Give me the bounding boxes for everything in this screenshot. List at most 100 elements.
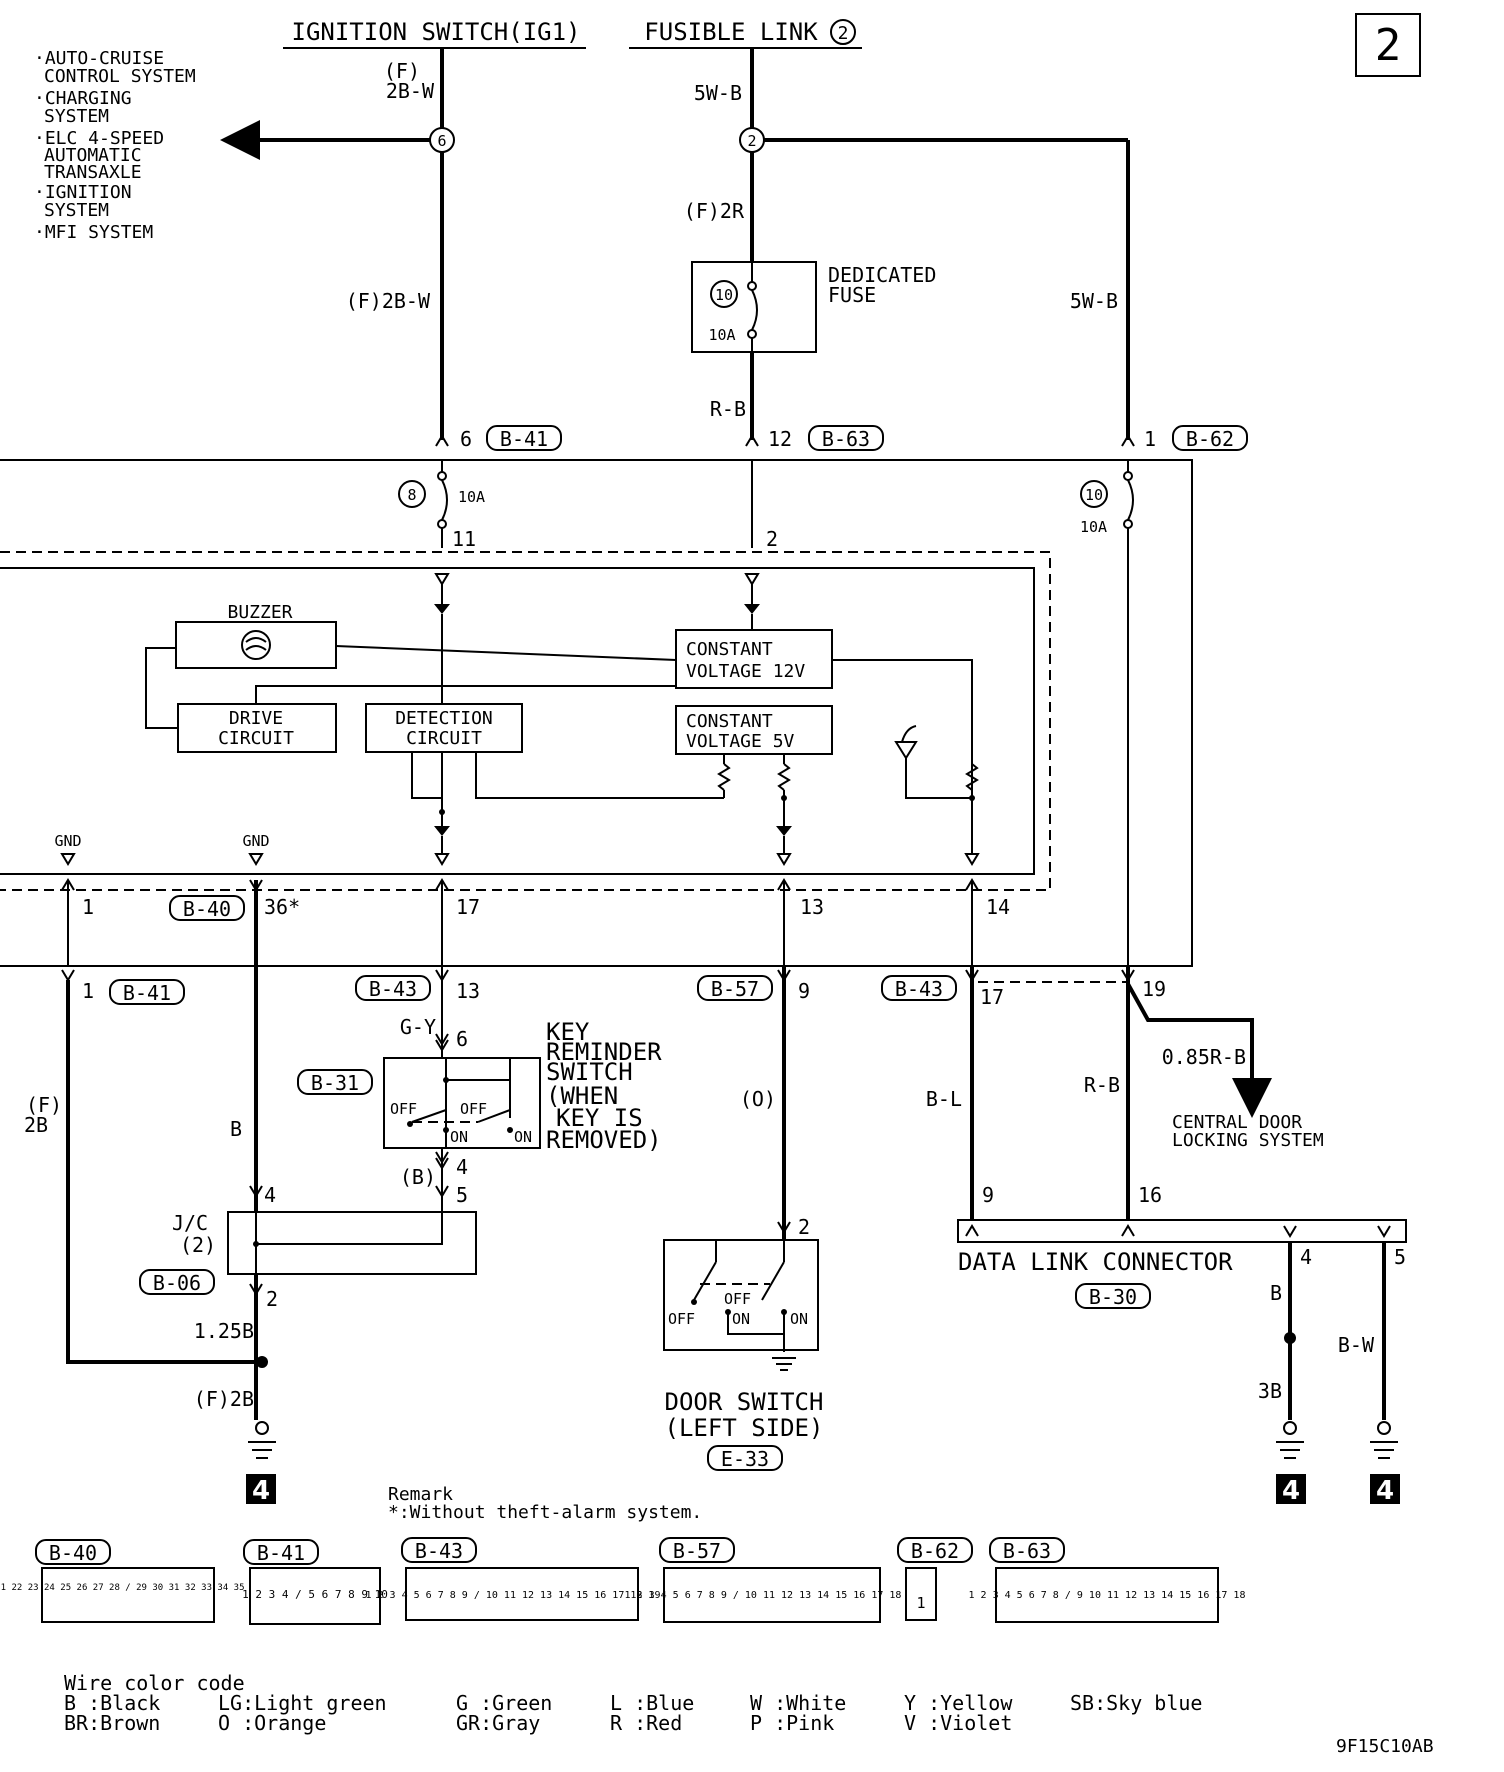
system-line: SYSTEM — [44, 106, 109, 127]
system-line: AUTOMATIC — [44, 145, 142, 166]
pin-number: 12 — [768, 427, 792, 451]
wire-label: R-B — [1084, 1073, 1120, 1097]
wire-label: 5W-B — [1070, 289, 1118, 313]
ignition-source: IGNITION SWITCH(IG1) — [283, 18, 586, 49]
jc-block: J/C (2) B-06 — [139, 1211, 477, 1295]
page-number-text: 2 — [1375, 20, 1402, 71]
key-reminder-label: REMINDER — [546, 1038, 662, 1066]
pin-number: 6 — [460, 427, 472, 451]
cv5-label: CONSTANT — [686, 711, 773, 732]
fuse-number: 8 — [407, 486, 416, 504]
pinout-title: B-41 — [257, 1541, 305, 1565]
connector-b62: B-62 — [1186, 427, 1234, 451]
switch-on: ON — [450, 1128, 468, 1146]
pinout-b63: 1 2 3 4 5 6 7 8 / 9 10 11 12 13 14 15 16… — [969, 1590, 1246, 1601]
figure-code: 9F15C10AB — [1336, 1736, 1434, 1757]
switch-off: OFF — [390, 1100, 417, 1118]
pinout-title: B-63 — [1003, 1539, 1051, 1563]
fusible-source: FUSIBLE LINK 2 — [629, 18, 862, 49]
wire-label: 2B-W — [386, 79, 435, 103]
key-reminder-switch: G-Y 6 B-31 OFF OFF ON ON 4 (B) 5 KEY REM… — [297, 966, 662, 1212]
pinout-b62: 1 — [916, 1594, 925, 1612]
connector-b43: B-43 — [369, 977, 417, 1001]
system-line: ·IGNITION — [34, 182, 132, 203]
wire-label: (F)2B-W — [346, 289, 431, 313]
legend-item: O :Orange — [218, 1711, 326, 1735]
jb-fuse-10: 10 10A — [1080, 460, 1134, 966]
b-wire: B 4 2 1.25B (F)2B — [194, 966, 278, 1459]
legend-item: P :Pink — [750, 1711, 834, 1735]
wire-label: (F) — [26, 1093, 62, 1117]
pin-number: 2 — [766, 527, 778, 551]
legend-item: W :White — [750, 1691, 846, 1715]
pinout-b43: 1 2 3 4 5 6 7 8 9 / 10 11 12 13 14 15 16… — [365, 1590, 678, 1601]
door-switch-label: DOOR SWITCH — [665, 1388, 824, 1416]
wire-label: 2B — [24, 1113, 48, 1137]
remark: Remark *:Without theft-alarm system. — [388, 1484, 702, 1523]
wire-label: (B) — [400, 1165, 436, 1189]
pin-number: 9 — [982, 1183, 994, 1207]
pin-number: 19 — [1142, 977, 1166, 1001]
fusible-wire: 2 5W-B (F)2R R-B 5W-B — [684, 48, 1130, 440]
jc-label: (2) — [180, 1233, 216, 1257]
connector-b30: B-30 — [1089, 1285, 1137, 1309]
legend-item: SB:Sky blue — [1070, 1691, 1202, 1715]
ground-badge: 4 — [252, 1476, 270, 1506]
wire-label: 1.25B — [194, 1319, 254, 1343]
gnd-label: GND — [242, 832, 269, 850]
pin-number: 6 — [456, 1027, 468, 1051]
system-line: ·ELC 4-SPEED — [34, 128, 164, 149]
wire-label: (F) — [384, 59, 420, 83]
pin-number: 13 — [800, 895, 824, 919]
legend-item: Y :Yellow — [904, 1691, 1013, 1715]
fuse-amp: 10A — [1080, 518, 1107, 536]
connector-b31: B-31 — [311, 1071, 359, 1095]
legend-item: GR:Gray — [456, 1711, 540, 1735]
pin-number: 14 — [986, 895, 1010, 919]
switch-on: ON — [790, 1310, 808, 1328]
wire-label: 0.85R-B — [1162, 1045, 1246, 1069]
central-door-label: CENTRAL DOOR — [1172, 1112, 1302, 1133]
pin-number: 2 — [798, 1215, 810, 1239]
detection-circuit-label: DETECTION — [395, 708, 493, 729]
wire-label: G-Y — [400, 1015, 436, 1039]
lower-connectors: 1 B-41 B-43 13 B-57 9 B-43 17 19 — [61, 969, 1166, 1009]
legend-item: BR:Brown — [64, 1711, 160, 1735]
pin-number: 1 — [82, 895, 94, 919]
pinout-title: B-57 — [673, 1539, 721, 1563]
pin-number: 9 — [798, 979, 810, 1003]
switch-off: OFF — [460, 1100, 487, 1118]
cv12-label: VOLTAGE 12V — [686, 661, 805, 682]
pinout-title: B-43 — [415, 1539, 463, 1563]
pin-number: 11 — [452, 527, 476, 551]
legend-title: Wire color code — [64, 1671, 245, 1695]
legend-item: G :Green — [456, 1691, 552, 1715]
connector-b40: B-40 — [183, 897, 231, 921]
fusible-link-label: FUSIBLE LINK — [644, 18, 818, 46]
dedicated-fuse-label: FUSE — [828, 283, 876, 307]
key-reminder-label: KEY IS — [556, 1104, 643, 1132]
wire-label: B — [230, 1117, 242, 1141]
ground-badge: 4 — [1376, 1476, 1394, 1506]
jb-fuse-8: 8 10A 11 — [398, 460, 485, 551]
connector-b41: B-41 — [500, 427, 548, 451]
dedicated-fuse: 10 10A DEDICATED FUSE — [691, 261, 936, 353]
pinout-b40: 21 22 23 24 25 26 27 28 / 29 30 31 32 33… — [0, 1583, 261, 1593]
system-line: ·MFI SYSTEM — [34, 222, 153, 243]
drive-circuit-label: DRIVE — [229, 708, 283, 729]
pinout-title: B-62 — [911, 1539, 959, 1563]
pin-number: 1 — [1144, 427, 1156, 451]
dlc-label: DATA LINK CONNECTOR — [958, 1248, 1233, 1276]
switch-on: ON — [732, 1310, 750, 1328]
wire-label: B-L — [926, 1087, 962, 1111]
jb-output-pins: 1 B-40 36* 17 13 14 — [61, 878, 1010, 966]
junction-block — [0, 459, 1193, 967]
remark-text: *:Without theft-alarm system. — [388, 1502, 702, 1523]
cv5-label: VOLTAGE 5V — [686, 731, 795, 752]
connector-pinouts: B-40 21 22 23 24 25 26 27 28 / 29 30 31 … — [0, 1537, 1246, 1625]
connector-e33: E-33 — [721, 1447, 769, 1471]
pin-number: 5 — [456, 1183, 468, 1207]
system-line: ·AUTO-CRUISE — [34, 48, 164, 69]
fuse-amp: 10A — [458, 488, 485, 506]
legend-item: L :Blue — [610, 1691, 694, 1715]
